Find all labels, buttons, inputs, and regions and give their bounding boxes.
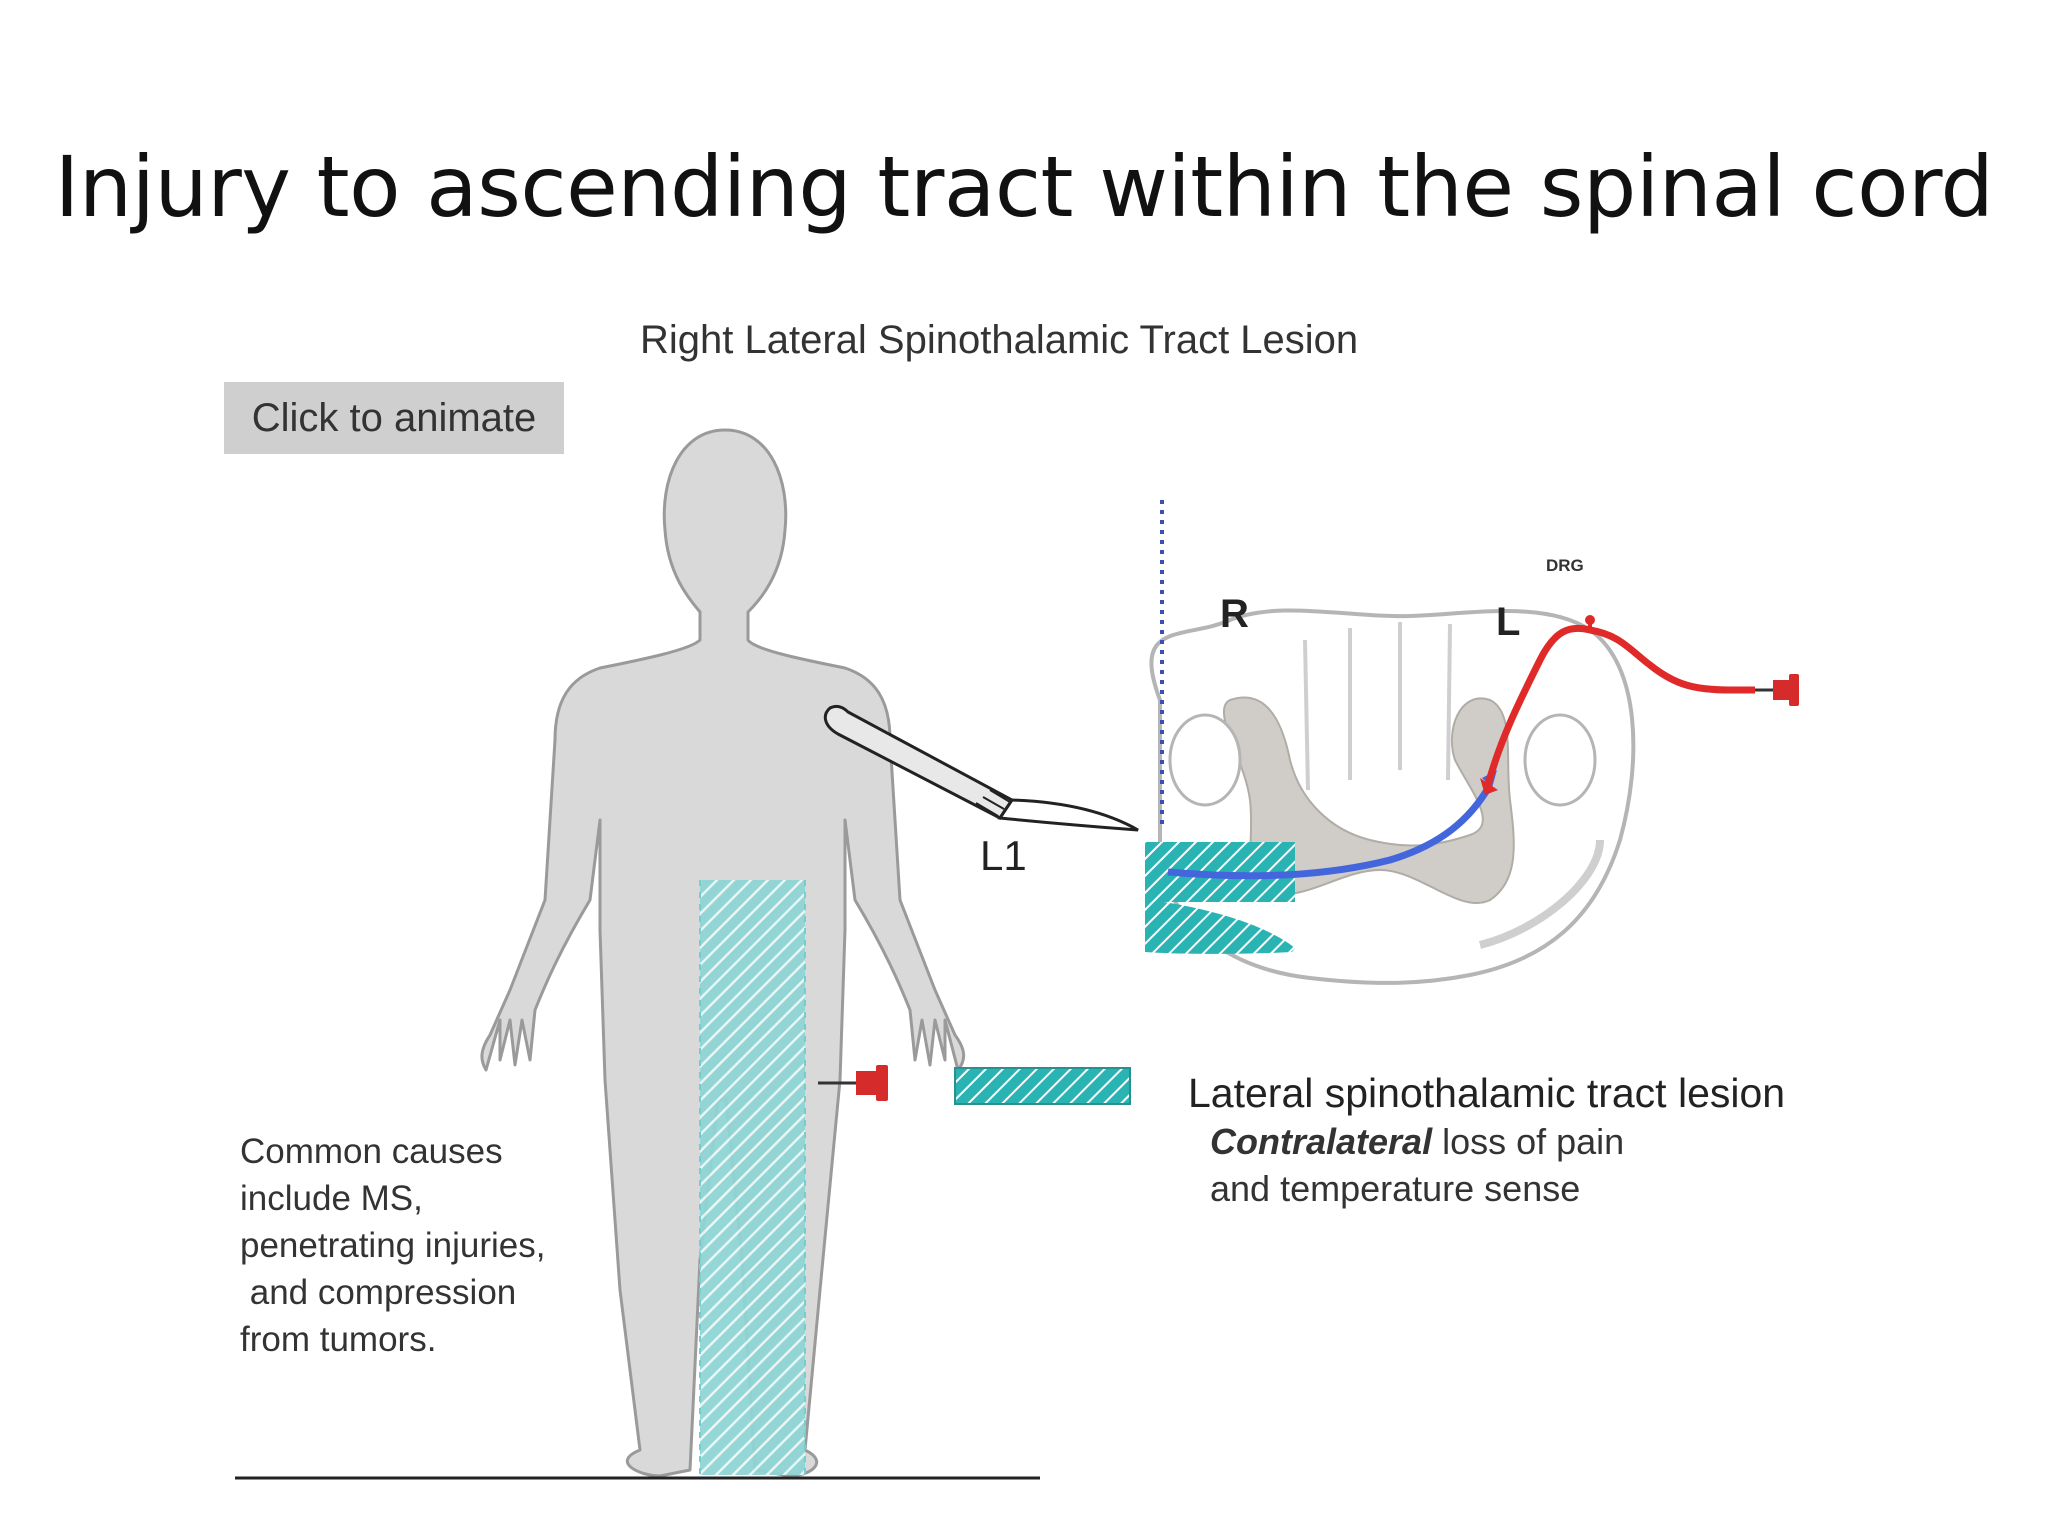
spinal-level-label: L1 <box>980 832 1027 879</box>
figure-title: Right Lateral Spinothalamic Tract Lesion <box>640 318 1359 362</box>
pushpin-icon <box>1755 674 1799 706</box>
drg-label: DRG <box>1546 556 1584 575</box>
legend-description: Contralateral loss of pain and temperatu… <box>1210 1118 1624 1212</box>
click-to-animate-button[interactable]: Click to animate <box>224 382 564 454</box>
leg-sensory-loss-region <box>700 880 805 1475</box>
ascending-fiber <box>1167 783 1494 880</box>
common-causes-text: Common causes include MS, penetrating in… <box>240 1128 545 1363</box>
human-body-figure <box>480 428 966 1478</box>
spinal-cord-cross-section <box>1145 500 1755 985</box>
causes-line: and compression <box>240 1273 517 1312</box>
causes-line: Common causes <box>240 1132 503 1171</box>
pushpin-icon <box>818 1065 888 1101</box>
scalpel-icon <box>823 704 1139 832</box>
legend-emphasis: Contralateral <box>1210 1121 1433 1162</box>
legend-lesion-swatch <box>954 1067 1131 1105</box>
left-side-label: L <box>1496 600 1521 644</box>
causes-line: from tumors. <box>240 1320 437 1359</box>
causes-line: include MS, <box>240 1179 423 1218</box>
legend-title: Lateral spinothalamic tract lesion <box>1188 1070 1786 1116</box>
legend-line1: loss of pain <box>1432 1121 1625 1162</box>
slide-title: Injury to ascending tract within the spi… <box>54 138 1994 236</box>
legend-line2: and temperature sense <box>1210 1168 1581 1209</box>
cord-lesion-region <box>1145 842 1295 954</box>
causes-line: penetrating injuries, <box>240 1226 546 1265</box>
right-side-label: R <box>1220 592 1249 636</box>
